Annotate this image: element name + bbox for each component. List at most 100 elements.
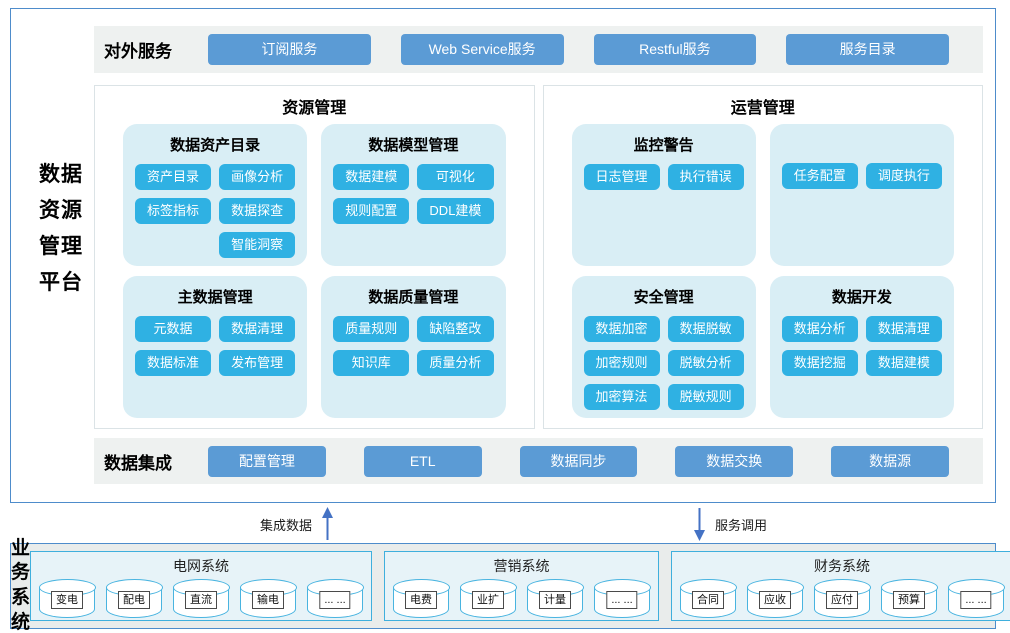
module-chip[interactable]: 调度执行	[865, 163, 942, 189]
database-cylinder: 配电	[105, 579, 163, 618]
platform-title: 数据 资源 管理 平台	[29, 157, 93, 301]
service-catalog-button[interactable]: 服务目录	[786, 34, 949, 65]
module-chip[interactable]: 日志管理	[583, 164, 660, 190]
external-services-row: 对外服务 订阅服务 Web Service服务 Restful服务 服务目录	[94, 26, 983, 73]
module-chip[interactable]: 知识库	[333, 350, 410, 376]
module-chip[interactable]: 加密算法	[583, 384, 660, 410]
module-chip[interactable]: 数据探查	[219, 198, 296, 224]
resource-panel-title: 资源管理	[282, 100, 347, 117]
data-exchange-button[interactable]: 数据交换	[675, 445, 794, 477]
section-title: 监控警告	[633, 137, 694, 154]
arrow-up-icon	[322, 507, 334, 540]
section-title: 数据开发	[831, 289, 892, 306]
module-chip[interactable]: 质量规则	[333, 316, 410, 342]
module-chip[interactable]: 元数据	[135, 316, 212, 342]
business-groups: 电网系统 变电 配电 直流 输电 ... ... 营销系统 电费 业扩 计量 .…	[30, 551, 1010, 621]
database-cylinder: 应收	[746, 579, 804, 618]
database-cylinder: 变电	[38, 579, 96, 618]
module-chip[interactable]: 数据清理	[219, 316, 296, 342]
database-cylinder: 合同	[679, 579, 737, 618]
operation-management-panel: 运营管理 监控警告 日志管理 执行错误 任务配置	[542, 85, 983, 429]
module-chip[interactable]: 缺陷整改	[417, 316, 494, 342]
section-security-management: 安全管理 数据加密 数据脱敏 加密规则 脱敏分析 加密算法 脱敏规则	[571, 276, 756, 418]
business-systems-panel: 业务 系统 电网系统 变电 配电 直流 输电 ... ... 营销系统 电费 业…	[10, 538, 1010, 633]
module-chip[interactable]: 数据分析	[781, 316, 858, 342]
management-panels: 资源管理 数据资产目录 资产目录 画像分析 标签指标 数据探查 智能洞察	[94, 85, 983, 429]
module-chip[interactable]: 执行错误	[667, 164, 744, 190]
database-cylinder: 输电	[239, 579, 297, 618]
module-chip[interactable]: 智能洞察	[219, 232, 296, 258]
section-data-asset-catalog: 数据资产目录 资产目录 画像分析 标签指标 数据探查 智能洞察	[123, 124, 308, 266]
external-services-buttons: 订阅服务 Web Service服务 Restful服务 服务目录	[208, 34, 949, 65]
group-title: 财务系统	[814, 558, 871, 574]
resource-management-panel: 资源管理 数据资产目录 资产目录 画像分析 标签指标 数据探查 智能洞察	[94, 85, 535, 429]
etl-button[interactable]: ETL	[363, 445, 482, 477]
external-services-label: 对外服务	[104, 42, 172, 61]
database-cylinder: 预算	[880, 579, 938, 618]
module-chip[interactable]: 数据加密	[583, 316, 660, 342]
database-cylinder: ... ...	[306, 579, 364, 618]
database-cylinder: 应付	[813, 579, 871, 618]
section-title: 数据模型管理	[368, 137, 459, 154]
module-chip[interactable]: 画像分析	[219, 164, 296, 190]
platform-title-line: 资源	[39, 199, 83, 223]
restful-service-button[interactable]: Restful服务	[593, 34, 757, 65]
database-cylinder: ... ...	[947, 579, 1005, 618]
module-chip[interactable]: DDL建模	[417, 198, 494, 224]
database-cylinder: 计量	[526, 579, 584, 618]
module-chip[interactable]: 标签指标	[135, 198, 212, 224]
module-chip[interactable]: 质量分析	[417, 350, 494, 376]
group-title: 电网系统	[173, 558, 230, 574]
section-master-data-management: 主数据管理 元数据 数据清理 数据标准 发布管理	[123, 276, 308, 418]
section-data-quality-management: 数据质量管理 质量规则 缺陷整改 知识库 质量分析	[321, 276, 506, 418]
module-chip[interactable]: 加密规则	[583, 350, 660, 376]
section-title	[778, 134, 946, 154]
platform-title-line: 数据	[39, 163, 83, 186]
data-integration-label: 数据集成	[104, 453, 172, 473]
arrow-down-icon	[694, 508, 705, 541]
module-chip[interactable]: 发布管理	[219, 350, 296, 376]
section-data-development: 数据开发 数据分析 数据清理 数据挖掘 数据建模	[769, 276, 954, 418]
section-title: 数据质量管理	[368, 289, 459, 306]
section-task-scheduling: 任务配置 调度执行	[769, 124, 954, 266]
config-management-button[interactable]: 配置管理	[208, 445, 326, 477]
module-chip[interactable]: 数据清理	[865, 316, 942, 342]
module-chip[interactable]: 数据挖掘	[781, 350, 858, 376]
section-data-model-management: 数据模型管理 数据建模 可视化 规则配置 DDL建模	[321, 124, 506, 266]
section-title: 主数据管理	[177, 289, 253, 306]
module-chip[interactable]: 规则配置	[333, 198, 410, 224]
database-cylinder: ... ...	[593, 579, 651, 618]
integrate-data-flow: 集成数据	[260, 506, 334, 542]
data-source-button[interactable]: 数据源	[831, 445, 949, 477]
service-call-label: 服务调用	[715, 517, 768, 533]
group-marketing-system: 营销系统 电费 业扩 计量 ... ...	[384, 551, 660, 621]
module-chip[interactable]: 脱敏规则	[667, 384, 744, 410]
group-title: 营销系统	[493, 558, 550, 574]
module-chip[interactable]: 任务配置	[781, 163, 858, 189]
service-call-flow: 服务调用	[693, 506, 767, 542]
platform-title-line: 平台	[39, 271, 83, 295]
subscribe-service-button[interactable]: 订阅服务	[208, 34, 371, 65]
operation-panel-title: 运营管理	[730, 100, 795, 117]
module-chip[interactable]: 脱敏分析	[667, 350, 744, 376]
platform-container: 数据 资源 管理 平台 对外服务 订阅服务 Web Service服务 Rest…	[10, 8, 996, 503]
module-chip[interactable]: 可视化	[417, 164, 494, 190]
business-systems-label: 业务 系统	[11, 537, 31, 633]
database-cylinder: 直流	[172, 579, 230, 618]
data-integration-buttons: 配置管理 ETL 数据同步 数据交换 数据源	[208, 445, 949, 477]
module-chip[interactable]: 数据建模	[865, 350, 942, 376]
group-power-grid-system: 电网系统 变电 配电 直流 输电 ... ...	[30, 551, 373, 621]
web-service-button[interactable]: Web Service服务	[400, 34, 564, 65]
database-cylinder: 业扩	[459, 579, 517, 618]
module-chip[interactable]: 数据标准	[135, 350, 212, 376]
module-chip[interactable]: 数据建模	[333, 164, 410, 190]
integrate-data-label: 集成数据	[260, 517, 313, 533]
platform-content: 对外服务 订阅服务 Web Service服务 Restful服务 服务目录 资…	[94, 26, 983, 484]
module-chip[interactable]: 资产目录	[135, 164, 212, 190]
data-sync-button[interactable]: 数据同步	[519, 445, 638, 477]
platform-title-line: 管理	[39, 235, 83, 259]
module-chip[interactable]: 数据脱敏	[667, 316, 744, 342]
data-integration-row: 数据集成 配置管理 ETL 数据同步 数据交换 数据源	[94, 438, 983, 484]
database-cylinder: 电费	[392, 579, 450, 618]
